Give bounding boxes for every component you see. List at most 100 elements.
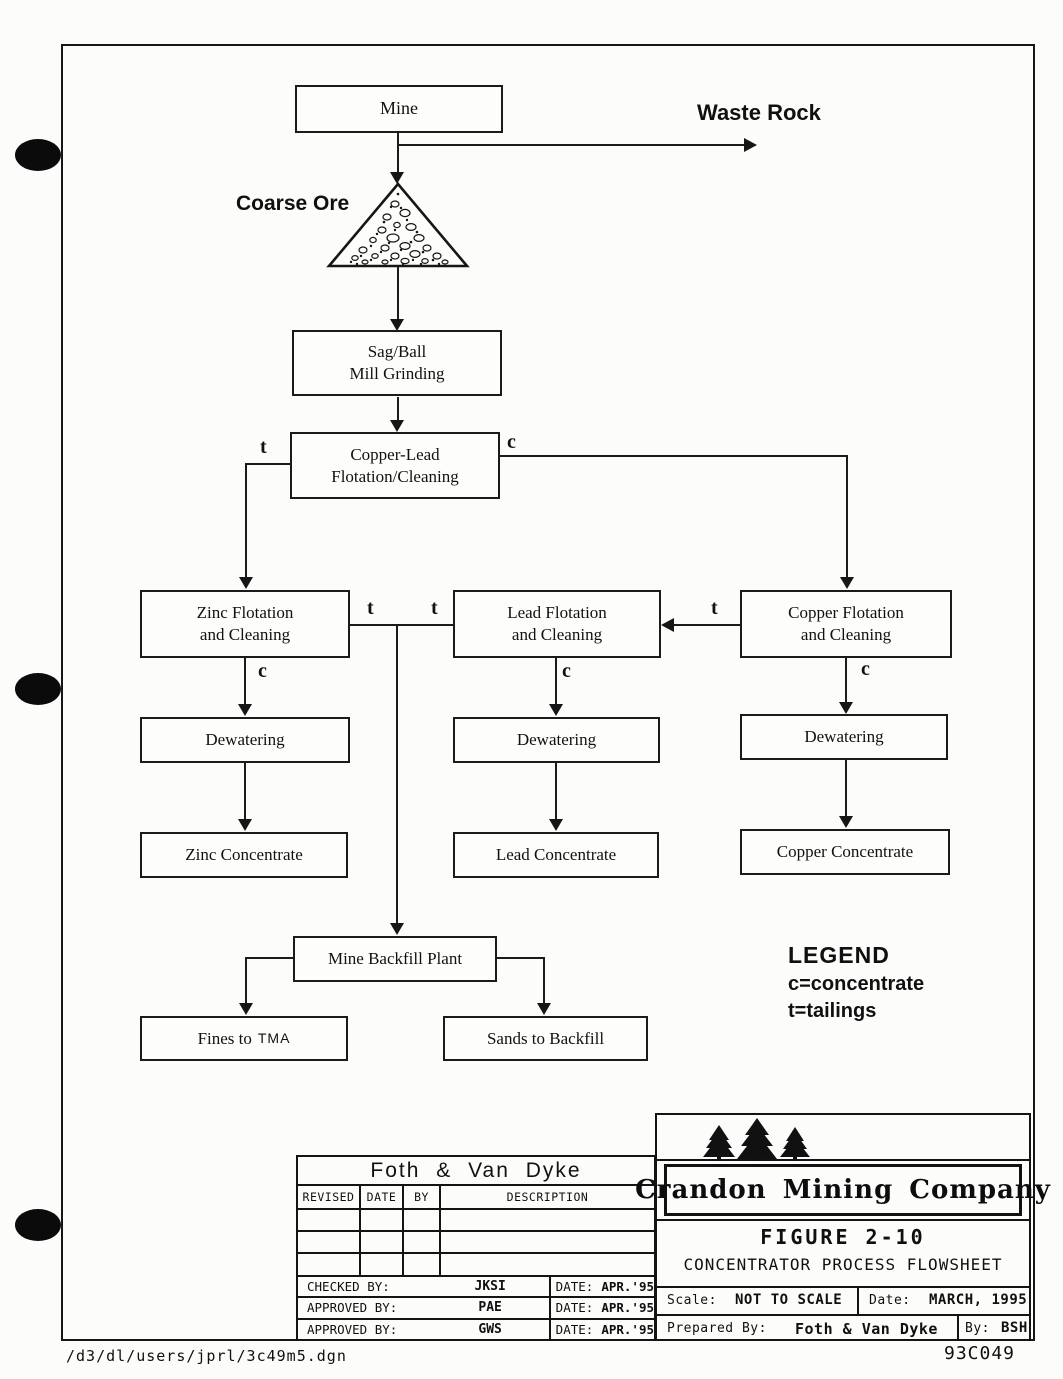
arrow-down-icon (238, 704, 252, 716)
node-mine: Mine (295, 85, 503, 133)
checked-by-name: JKSI (432, 1276, 551, 1297)
stream-label-c: c (258, 660, 267, 682)
arrow-down-icon (390, 172, 404, 184)
connector-line (543, 957, 545, 1004)
connector-line (245, 463, 247, 578)
node-dewatering-lead: Dewatering (453, 717, 660, 763)
node-dewatering-copper: Dewatering (740, 714, 948, 760)
coarse-ore-label: Coarse Ore (236, 192, 350, 215)
node-mine-backfill-label: Mine Backfill Plant (327, 949, 463, 969)
waste-rock-label: Waste Rock (697, 100, 821, 125)
node-dewatering-label: Dewatering (516, 730, 597, 750)
node-lead-concentrate: Lead Concentrate (453, 832, 659, 878)
signature-row-approved-1: APPROVED BY: PAE DATE: APR.'95 (298, 1296, 654, 1318)
arrow-down-icon (839, 702, 853, 714)
arrow-down-icon (239, 1003, 253, 1015)
node-sag-ball-line2: Mill Grinding (349, 364, 445, 383)
node-fines-to-tma: Fines to TMA (140, 1016, 348, 1061)
stream-label-t: t (367, 597, 374, 619)
col-header-revised: REVISED (298, 1186, 361, 1208)
node-mine-backfill-plant: Mine Backfill Plant (293, 936, 497, 982)
by-value: BSH (1001, 1320, 1028, 1336)
node-zinc-flotation-line2: and Cleaning (199, 625, 291, 644)
revision-table: Foth & Van Dyke REVISED DATE BY DESCRIPT… (296, 1155, 656, 1341)
sheet-number: 93C049 (944, 1343, 1016, 1364)
connector-line (555, 763, 557, 820)
figure-title: CONCENTRATOR PROCESS FLOWSHEET (683, 1255, 1003, 1274)
legend-entry-concentrate: c=concentrate (788, 973, 925, 995)
divider (857, 1286, 859, 1314)
node-copper-lead-line2: Flotation/Cleaning (331, 466, 459, 486)
revision-row-empty (298, 1252, 654, 1275)
arrow-down-icon (239, 577, 253, 589)
revision-row-empty (298, 1229, 654, 1253)
stream-label-c: c (562, 660, 571, 682)
signature-row-approved-2: APPROVED BY: GWS DATE: APR.'95 (298, 1317, 654, 1339)
date-value: MARCH, 1995 (929, 1292, 1028, 1308)
connector-line (245, 957, 247, 1004)
stream-label-t: t (711, 597, 718, 619)
arrow-down-icon (390, 319, 404, 331)
approved-by-name: PAE (432, 1298, 551, 1318)
node-sands-label: Sands to Backfill (486, 1028, 605, 1048)
connector-line (397, 133, 399, 174)
node-zinc-concentrate: Zinc Concentrate (140, 832, 348, 878)
legend-title: LEGEND (788, 942, 890, 968)
revision-table-header-row: REVISED DATE BY DESCRIPTION (298, 1184, 654, 1208)
approved-by-label: APPROVED BY: (307, 1321, 398, 1337)
node-lead-flotation: Lead Flotation and Cleaning (453, 590, 661, 658)
node-copper-lead-line1: Copper-Lead (350, 444, 440, 464)
connector-line (397, 397, 399, 421)
prepared-by-label: Prepared By: (667, 1321, 767, 1336)
scale-value: NOT TO SCALE (735, 1292, 843, 1308)
arrow-down-icon (390, 420, 404, 432)
arrow-down-icon (537, 1003, 551, 1015)
node-fines-suffix: TMA (257, 1029, 291, 1046)
arrow-right-icon (744, 138, 757, 152)
connector-line (555, 658, 557, 705)
checked-by-label: CHECKED BY: (307, 1278, 390, 1294)
node-zinc-flotation: Zinc Flotation and Cleaning (140, 590, 350, 658)
connector-line (398, 144, 744, 146)
binder-hole (15, 139, 61, 171)
approved-by-date: DATE: APR.'95 (555, 1321, 654, 1337)
connector-line (245, 957, 293, 959)
prepared-by-value: Foth & Van Dyke (795, 1320, 938, 1338)
col-header-by: BY (404, 1186, 441, 1208)
stream-label-c: c (861, 658, 870, 680)
node-copper-flotation-line1: Copper Flotation (788, 603, 904, 623)
figure-number: FIGURE 2-10 (760, 1225, 926, 1249)
node-sag-ball-line1: Sag/Ball (367, 342, 427, 362)
divider (657, 1314, 1029, 1316)
node-copper-concentrate: Copper Concentrate (740, 829, 950, 875)
arrow-down-icon (390, 923, 404, 935)
binder-hole (15, 673, 61, 705)
stream-label-c: c (507, 431, 516, 453)
company-logo-box: Crandon Mining Company (635, 1164, 1050, 1216)
connector-line (397, 267, 399, 321)
approved-by-label: APPROVED BY: (307, 1300, 398, 1316)
node-sag-ball-mill: Sag/Ball Mill Grinding (292, 330, 502, 396)
connector-line (244, 763, 246, 820)
company-title-block: Crandon Mining Company FIGURE 2-10 CONCE… (635, 1113, 1050, 1341)
node-copper-lead-flotation: Copper-Lead Flotation/Cleaning (290, 432, 500, 499)
legend-entry-tailings: t=tailings (788, 1000, 877, 1022)
company-name: Crandon Mining Company (635, 1175, 1051, 1205)
stream-label-t: t (431, 597, 438, 619)
node-copper-concentrate-label: Copper Concentrate (776, 842, 914, 862)
divider (657, 1219, 1029, 1221)
node-copper-flotation-line2: and Cleaning (800, 625, 892, 644)
connector-line (500, 455, 848, 457)
connector-line (845, 658, 847, 703)
connector-line (672, 624, 740, 626)
arrow-down-icon (839, 816, 853, 828)
approved-by-date: DATE: APR.'95 (555, 1300, 654, 1316)
node-lead-concentrate-label: Lead Concentrate (495, 845, 617, 865)
arrow-down-icon (238, 819, 252, 831)
binder-hole (15, 1209, 61, 1241)
node-lead-flotation-line2: and Cleaning (511, 625, 603, 644)
date-label: Date: (869, 1293, 911, 1308)
node-dewatering-label: Dewatering (804, 727, 884, 747)
col-header-date: DATE (361, 1186, 404, 1208)
col-header-description: DESCRIPTION (506, 1189, 589, 1204)
